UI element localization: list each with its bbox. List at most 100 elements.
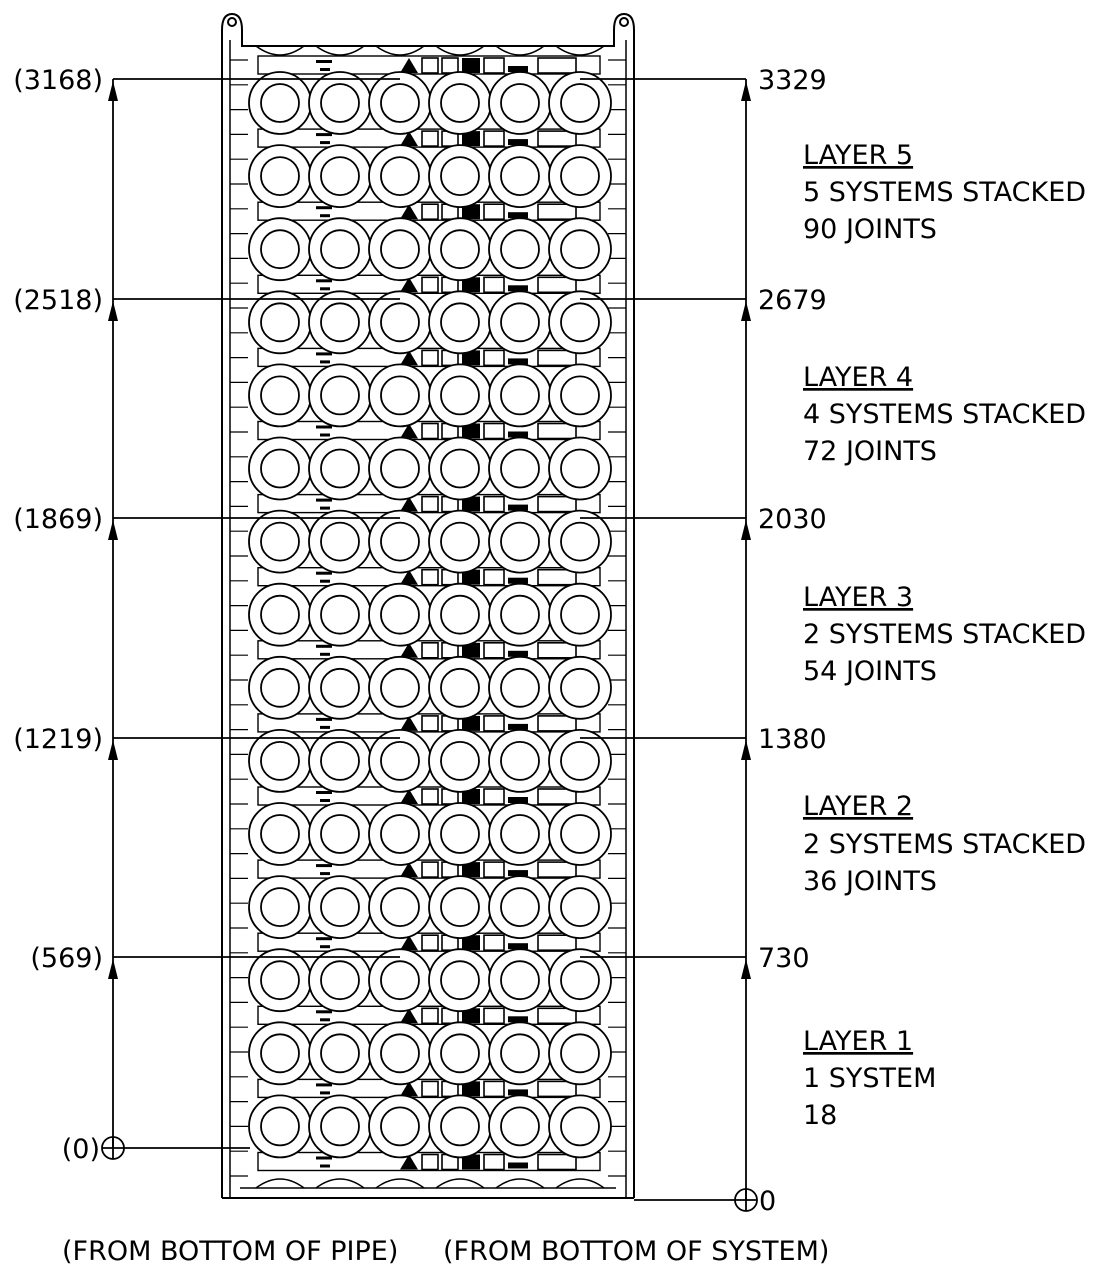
pipe [308,363,372,428]
pipe [368,582,432,647]
pipe [428,948,492,1013]
pipe [368,509,432,574]
pipe [488,655,552,720]
pipe [368,802,432,866]
label-strip [257,493,601,514]
dimension-lines [101,78,758,1212]
pipe [548,436,612,501]
pipe [548,948,612,1013]
label-strip [257,128,601,148]
pipe [368,948,432,1013]
left-dim-label: (2518) [13,285,103,316]
label-strip [257,859,601,879]
label-strip [257,274,601,294]
pipe [428,582,492,647]
pipe [428,1021,492,1086]
pipe [488,436,552,501]
pipe [548,875,612,939]
pipe [368,71,432,135]
right-dim-label: 1380 [758,724,827,755]
pipe [368,290,432,355]
pipe [428,71,492,135]
pipe [548,729,612,793]
pipe [248,290,312,355]
pipe [548,290,612,355]
pipe [308,655,372,720]
pipe [248,802,312,866]
pipe [308,1021,372,1086]
pipe [248,582,312,647]
pipe [488,802,552,866]
pipe [548,655,612,720]
pipe [308,290,372,355]
pipe [368,1021,432,1086]
pipe [248,655,312,720]
footer-caption-right: (FROM BOTTOM OF SYSTEM) [443,1236,829,1266]
pipe [488,1021,552,1086]
pipe [488,217,552,282]
pipe [308,436,372,501]
pipe [488,509,552,574]
pipe [308,144,372,209]
pipe [368,436,432,501]
layer-title: LAYER 1 [803,1026,913,1057]
pipe [368,1094,432,1159]
pipe [248,436,312,501]
layer-2-note: LAYER 2 2 SYSTEMS STACKED 36 JOINTS [803,791,1086,897]
rack-frame [221,12,635,1199]
left-dim-label: (1869) [13,504,103,535]
pipe [488,948,552,1013]
pipe [488,290,552,355]
pipe [428,436,492,501]
pipe [368,217,432,282]
pipe [548,363,612,428]
pipe [308,729,372,793]
pipe [248,1094,312,1159]
pipe [368,144,432,209]
pipe [368,875,432,939]
layer-systems: 1 SYSTEM [803,1063,936,1094]
pipe [488,144,552,209]
left-dim-label: (3168) [13,65,103,96]
layer-joints: 18 [803,1100,837,1131]
pipe [488,1094,552,1159]
pipe [488,729,552,793]
pipe [488,71,552,135]
pipe [248,509,312,574]
pipe [548,144,612,209]
layer-systems: 4 SYSTEMS STACKED [803,399,1086,430]
label-strip [257,1151,601,1172]
pipe [248,217,312,282]
pipe [248,875,312,939]
label-strip [257,1078,601,1099]
right-dim-label: 730 [758,943,810,974]
layer-systems: 5 SYSTEMS STACKED [803,177,1086,208]
pipe [548,71,612,135]
layer-joints: 36 JOINTS [803,866,937,897]
right-dim-label: 3329 [758,65,827,96]
pipe [428,1094,492,1159]
pipe [428,363,492,428]
pipe [308,875,372,939]
label-strip [257,640,601,660]
footer-caption-left: (FROM BOTTOM OF PIPE) [62,1236,398,1266]
label-strip [257,201,601,221]
pipe [248,144,312,209]
layer-joints: 54 JOINTS [803,656,937,687]
left-dim-label: (1219) [13,724,103,755]
pipe [308,1094,372,1159]
pipe [308,948,372,1013]
pipe [488,875,552,939]
right-dim-label: 2679 [758,285,827,316]
pipe [308,509,372,574]
layer-1-note: LAYER 1 1 SYSTEM 18 [803,1026,936,1131]
label-strip [257,567,601,587]
layer-title: LAYER 3 [803,582,913,613]
pipe [548,217,612,282]
pipe [428,217,492,282]
right-dim-label: 0 [759,1186,776,1217]
pipe [308,582,372,647]
pipe [308,802,372,866]
pipe [428,802,492,866]
